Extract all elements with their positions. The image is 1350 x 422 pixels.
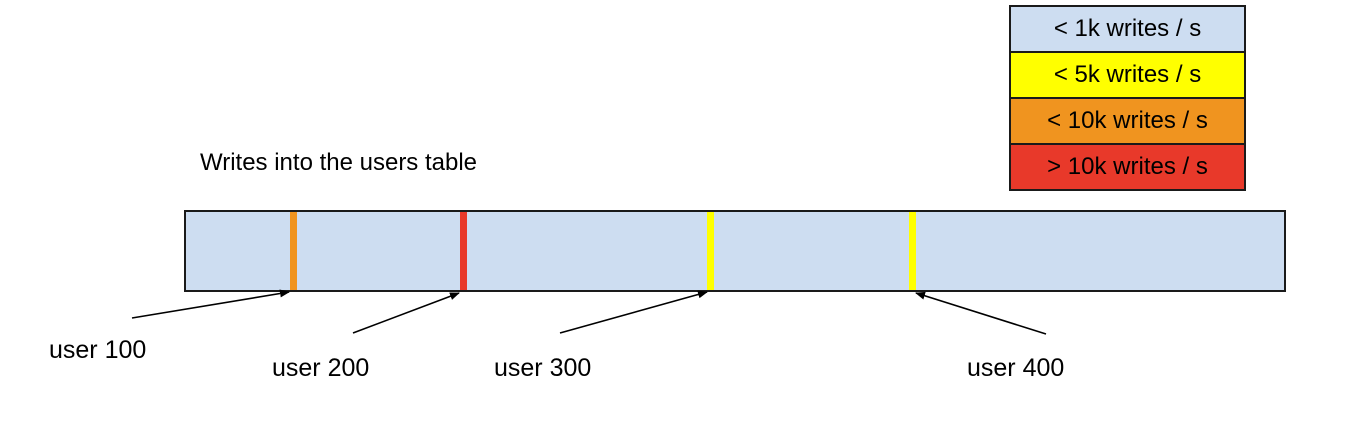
write-hotspot-user-200 bbox=[460, 212, 467, 290]
legend-item-label: < 1k writes / s bbox=[1053, 15, 1202, 42]
write-hotspot-user-300 bbox=[707, 212, 714, 290]
label-user-100: user 100 bbox=[49, 336, 147, 364]
arrow-user-100 bbox=[131, 289, 290, 319]
legend-item-lt-10k: < 10k writes / s bbox=[1009, 97, 1246, 145]
legend-item-label: > 10k writes / s bbox=[1047, 153, 1208, 180]
label-user-300: user 300 bbox=[494, 354, 592, 382]
arrow-user-200 bbox=[352, 292, 460, 334]
arrow-user-300 bbox=[559, 290, 708, 334]
label-user-200: user 200 bbox=[272, 354, 370, 382]
write-hotspot-user-100 bbox=[290, 212, 297, 290]
legend-item-label: < 5k writes / s bbox=[1053, 61, 1202, 88]
write-hotspot-user-400 bbox=[909, 212, 916, 290]
users-table-bar bbox=[184, 210, 1286, 292]
label-user-400: user 400 bbox=[967, 354, 1065, 382]
legend-item-lt-1k: < 1k writes / s bbox=[1009, 5, 1246, 53]
diagram-title: Writes into the users table bbox=[200, 149, 478, 176]
legend-item-gt-10k: > 10k writes / s bbox=[1009, 143, 1246, 191]
legend-item-lt-5k: < 5k writes / s bbox=[1009, 51, 1246, 99]
legend: < 1k writes / s < 5k writes / s < 10k wr… bbox=[1009, 5, 1246, 191]
legend-item-label: < 10k writes / s bbox=[1047, 107, 1208, 134]
arrow-user-400 bbox=[915, 291, 1047, 335]
